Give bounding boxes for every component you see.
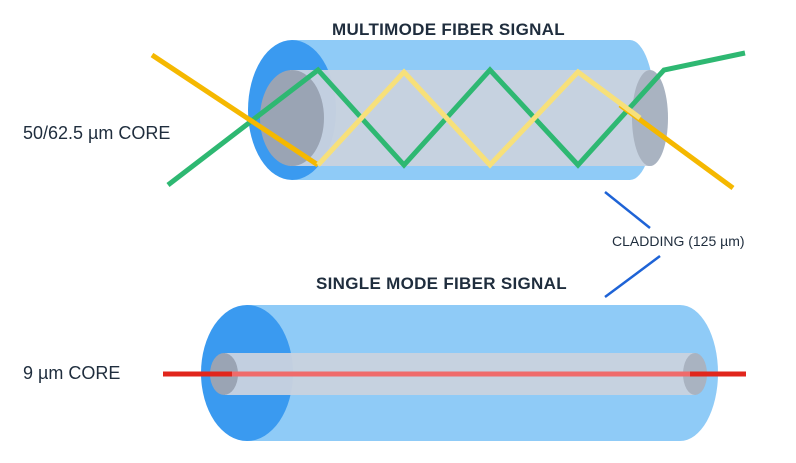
- multimode-core-face: [260, 70, 324, 166]
- singlemode-fiber: [163, 305, 746, 441]
- multimode-fiber: [150, 40, 746, 191]
- multimode-ray-green: [166, 50, 746, 187]
- multimode-ray-yellow-entry: [150, 52, 320, 168]
- cladding-label: CLADDING (125 µm): [612, 233, 745, 249]
- multimode-title: MULTIMODE FIBER SIGNAL: [332, 20, 565, 39]
- cladding-pointer-upper: [604, 191, 651, 229]
- multimode-core-label: 50/62.5 µm CORE: [23, 123, 171, 143]
- cladding-pointer-lower: [604, 254, 661, 299]
- multimode-ray-yellow: [316, 68, 642, 169]
- singlemode-core-label: 9 µm CORE: [23, 363, 121, 383]
- singlemode-title: SINGLE MODE FIBER SIGNAL: [316, 274, 567, 293]
